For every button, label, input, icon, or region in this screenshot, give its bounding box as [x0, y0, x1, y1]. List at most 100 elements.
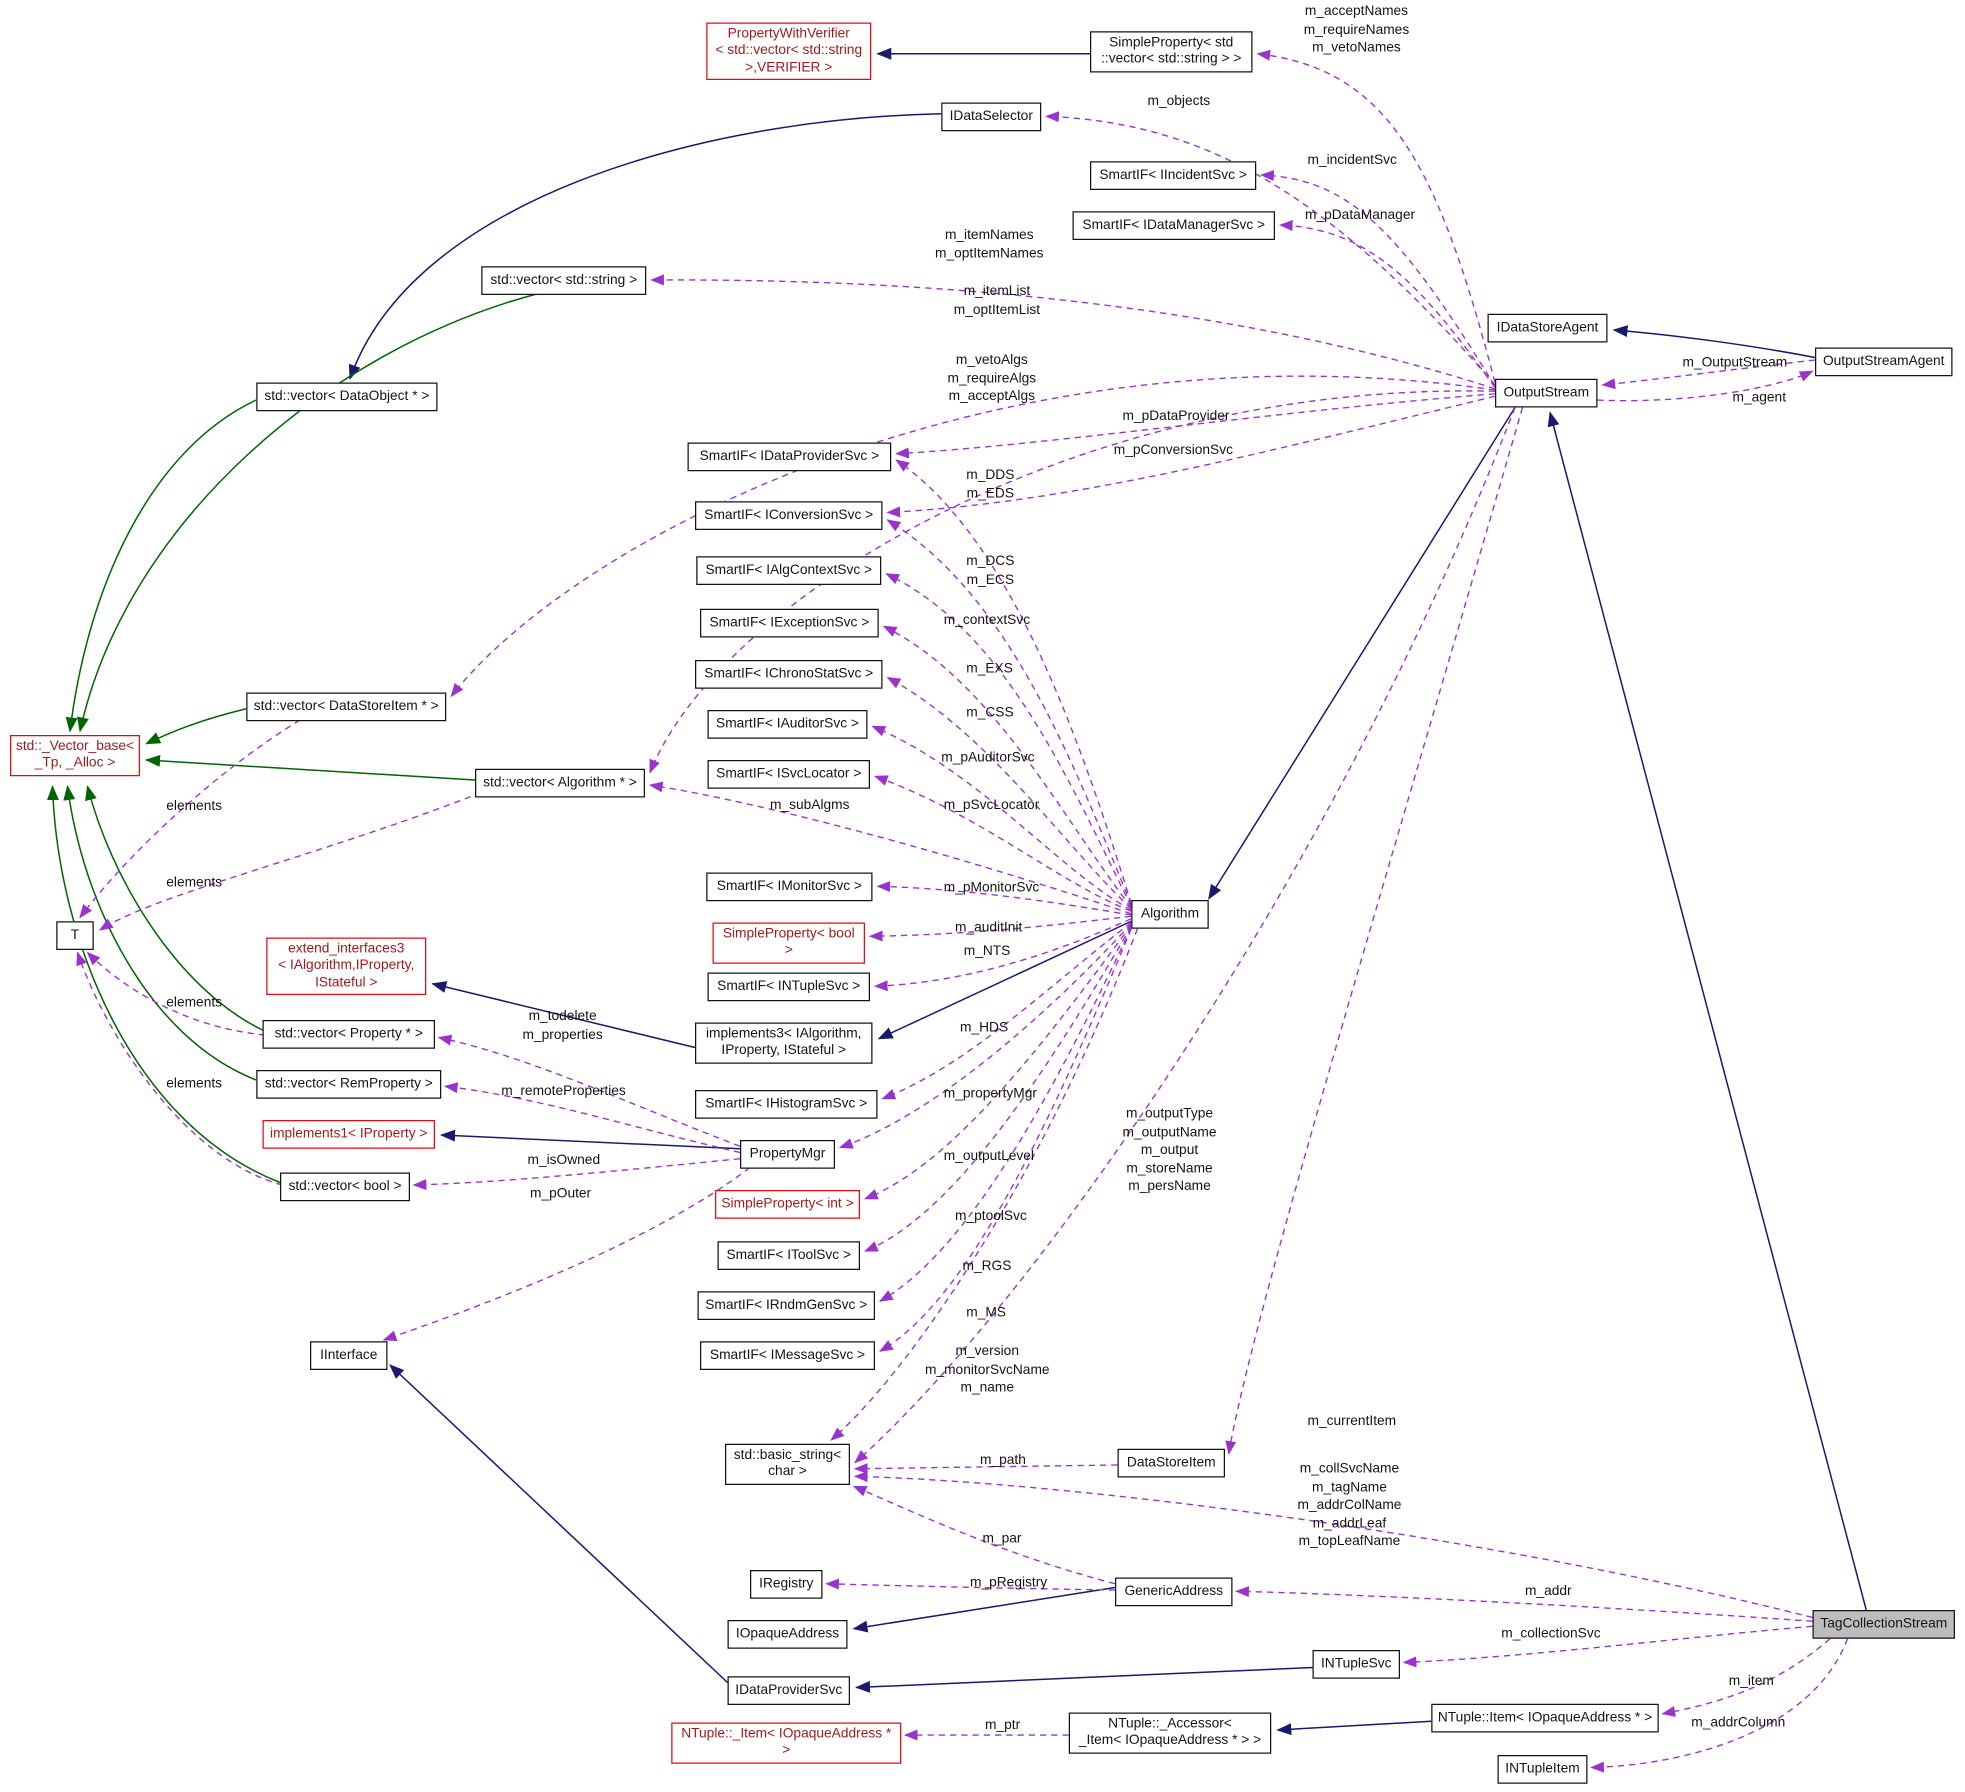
edge-vecproperty-t: [86, 951, 266, 1036]
edge-tcs-intupleitem: [1590, 1638, 1849, 1773]
edge-genericaddress-iopaqueaddress: [852, 1586, 1116, 1633]
node-implements1[interactable]: implements1< IProperty >: [262, 1120, 435, 1149]
node-smartif-iconversionsvc[interactable]: SmartIF< IConversionSvc >: [695, 501, 883, 530]
edge-tagcollectionstream-outputstream: [1547, 411, 1867, 1611]
node-t[interactable]: T: [56, 921, 94, 950]
edge-os-iconversionsvc: [886, 395, 1496, 518]
edge-alg-exs: [882, 625, 1132, 908]
edge-alg-contextsvc: [885, 573, 1132, 907]
node-ntuple-accessor[interactable]: NTuple::_Accessor< _Item< IOpaqueAddress…: [1068, 1712, 1272, 1754]
node-basic-string[interactable]: std::basic_string< char >: [725, 1443, 850, 1485]
edge-os-osagent: [1597, 370, 1814, 402]
node-vector-bool[interactable]: std::vector< bool >: [280, 1172, 410, 1202]
node-smartif-itoolsvc[interactable]: SmartIF< IToolSvc >: [717, 1241, 860, 1270]
edge-vecproperty-vectorbase: [85, 785, 263, 1031]
edge-idataselector-vecdataobject: [348, 113, 942, 380]
node-ntuple-item-private[interactable]: NTuple::_Item< IOpaqueAddress * >: [671, 1722, 902, 1764]
node-smartif-imonitorsvc[interactable]: SmartIF< IMonitorSvc >: [706, 872, 873, 902]
node-smartif-iauditorsvc[interactable]: SmartIF< IAuditorSvc >: [707, 710, 868, 739]
node-vector-datastoreitem[interactable]: std::vector< DataStoreItem * >: [246, 692, 447, 722]
node-smartif-ihistogramsvc[interactable]: SmartIF< IHistogramSvc >: [695, 1090, 878, 1119]
edge-alg-auditorsvc: [871, 725, 1132, 911]
node-idataselector[interactable]: IDataSelector: [941, 102, 1042, 132]
edge-genericaddress-basicstring: [852, 1485, 1116, 1585]
node-outputstream[interactable]: OutputStream: [1495, 378, 1598, 408]
node-vector-remproperty[interactable]: std::vector< RemProperty >: [256, 1070, 442, 1099]
edge-datastoreitem-basicstring: [853, 1463, 1118, 1475]
node-vector-string[interactable]: std::vector< std::string >: [481, 266, 647, 295]
node-smartif-idatamanagersvc[interactable]: SmartIF< IDataManagerSvc >: [1072, 211, 1275, 240]
private-inheritance-edges: [46, 293, 538, 1184]
node-smartif-imessagesvc[interactable]: SmartIF< IMessageSvc >: [700, 1341, 875, 1370]
node-algorithm[interactable]: Algorithm: [1131, 900, 1209, 929]
node-intuplesvc[interactable]: INTupleSvc: [1312, 1650, 1400, 1679]
edge-pmgr-vecproperty: [437, 1034, 741, 1147]
edge-alg-ptoolsvc: [863, 925, 1132, 1252]
edge-os-vecstring: [650, 274, 1496, 390]
edge-vecbool-vectorbase: [46, 785, 281, 1184]
node-simple-property-int[interactable]: SimpleProperty< int >: [715, 1190, 860, 1219]
node-vector-property[interactable]: std::vector< Property * >: [262, 1020, 435, 1049]
node-datastoreitem[interactable]: DataStoreItem: [1117, 1448, 1225, 1478]
node-smartif-iexceptionsvc[interactable]: SmartIF< IExceptionSvc >: [700, 608, 879, 638]
edge-alg-dds: [895, 459, 1132, 904]
edge-alg-css: [886, 676, 1132, 910]
node-vector-algorithm[interactable]: std::vector< Algorithm * >: [475, 768, 645, 798]
node-smartif-isvclocator[interactable]: SmartIF< ISvcLocator >: [707, 760, 870, 789]
edge-alg-rgs: [879, 927, 1132, 1302]
node-smartif-intuplesvc[interactable]: SmartIF< INTupleSvc >: [707, 972, 870, 1002]
edge-os-idataprovidersvc: [895, 393, 1496, 459]
edge-os-basicstring: [854, 407, 1516, 1464]
edge-vecalgorithm-vectorbase: [145, 754, 476, 781]
edge-alg-hds: [881, 921, 1132, 1100]
edge-idataprovidersvc-iinterface: [389, 1364, 729, 1684]
node-tagcollectionstream: TagCollectionStream: [1812, 1610, 1955, 1639]
node-propertymgr[interactable]: PropertyMgr: [740, 1140, 835, 1169]
node-iinterface[interactable]: IInterface: [310, 1341, 388, 1370]
node-implements3[interactable]: implements3< IAlgorithm, IProperty, ISta…: [695, 1022, 873, 1064]
edge-os-idataselector: [1045, 111, 1496, 386]
edge-implements3-extendinterfaces3: [431, 981, 696, 1049]
edge-pmgr-vecbool: [412, 1158, 741, 1191]
edge-pmgr-iinterface: [382, 1166, 751, 1342]
node-idatastoreagent[interactable]: IDataStoreAgent: [1487, 313, 1608, 343]
edge-osagent-os: [1601, 359, 1816, 390]
edge-os-datastoreitem: [1225, 407, 1524, 1455]
node-smartif-iincidentsvc[interactable]: SmartIF< IIncidentSvc >: [1090, 161, 1257, 190]
node-outputstreamagent[interactable]: OutputStreamAgent: [1815, 347, 1953, 377]
edge-alg-monitorsvc: [876, 881, 1132, 916]
edge-vecremproperty-vectorbase: [63, 785, 257, 1081]
usage-edges: [76, 49, 1849, 1773]
node-smartif-irndmgensvc[interactable]: SmartIF< IRndmGenSvc >: [697, 1291, 875, 1320]
edge-alg-auditinit: [868, 915, 1132, 942]
node-extend-interfaces3[interactable]: extend_interfaces3 < IAlgorithm,IPropert…: [266, 937, 427, 996]
edge-vecbool-t: [76, 951, 283, 1186]
edge-vecalgorithm-t: [99, 791, 482, 931]
edge-tcs-intuplesvc: [1402, 1625, 1813, 1668]
node-smartif-ialgcontextsvc[interactable]: SmartIF< IAlgContextSvc >: [696, 556, 882, 585]
node-simple-property-vector-string[interactable]: SimpleProperty< std ::vector< std::strin…: [1090, 31, 1253, 73]
node-genericaddress[interactable]: GenericAddress: [1115, 1577, 1233, 1607]
edge-alg-nts: [873, 918, 1132, 992]
node-smartif-idataprovidersvc[interactable]: SmartIF< IDataProviderSvc >: [687, 442, 892, 472]
node-intupleitem[interactable]: INTupleItem: [1497, 1755, 1588, 1784]
node-simple-property-bool[interactable]: SimpleProperty< bool >: [712, 922, 865, 964]
node-iopaqueaddress[interactable]: IOpaqueAddress: [727, 1620, 848, 1649]
node-vector-base[interactable]: std::_Vector_base< _Tp, _Alloc >: [10, 735, 140, 777]
edge-vecdataobject-vectorbase: [65, 399, 257, 733]
node-vector-dataobject[interactable]: std::vector< DataObject * >: [256, 382, 438, 412]
node-ntuple-item[interactable]: NTuple::Item< IOpaqueAddress * >: [1431, 1703, 1659, 1733]
edge-tcs-genericaddress: [1235, 1586, 1813, 1622]
edge-genericaddress-iregistry: [825, 1578, 1116, 1591]
edge-tcs-basicstring: [853, 1471, 1813, 1619]
node-property-with-verifier[interactable]: PropertyWithVerifier < std::vector< std:…: [706, 22, 872, 81]
edge-intuplesvc-idataprovidersvc: [855, 1666, 1313, 1693]
edge-alg-dcs: [886, 519, 1132, 906]
edge-alg-svclocator: [873, 775, 1132, 912]
node-idataprovidersvc[interactable]: IDataProviderSvc: [727, 1676, 850, 1705]
edge-osagent-idatastoreagent: [1612, 325, 1816, 359]
node-iregistry[interactable]: IRegistry: [750, 1570, 823, 1599]
node-smartif-ichronostatsvc[interactable]: SmartIF< IChronoStatSvc >: [695, 660, 883, 689]
